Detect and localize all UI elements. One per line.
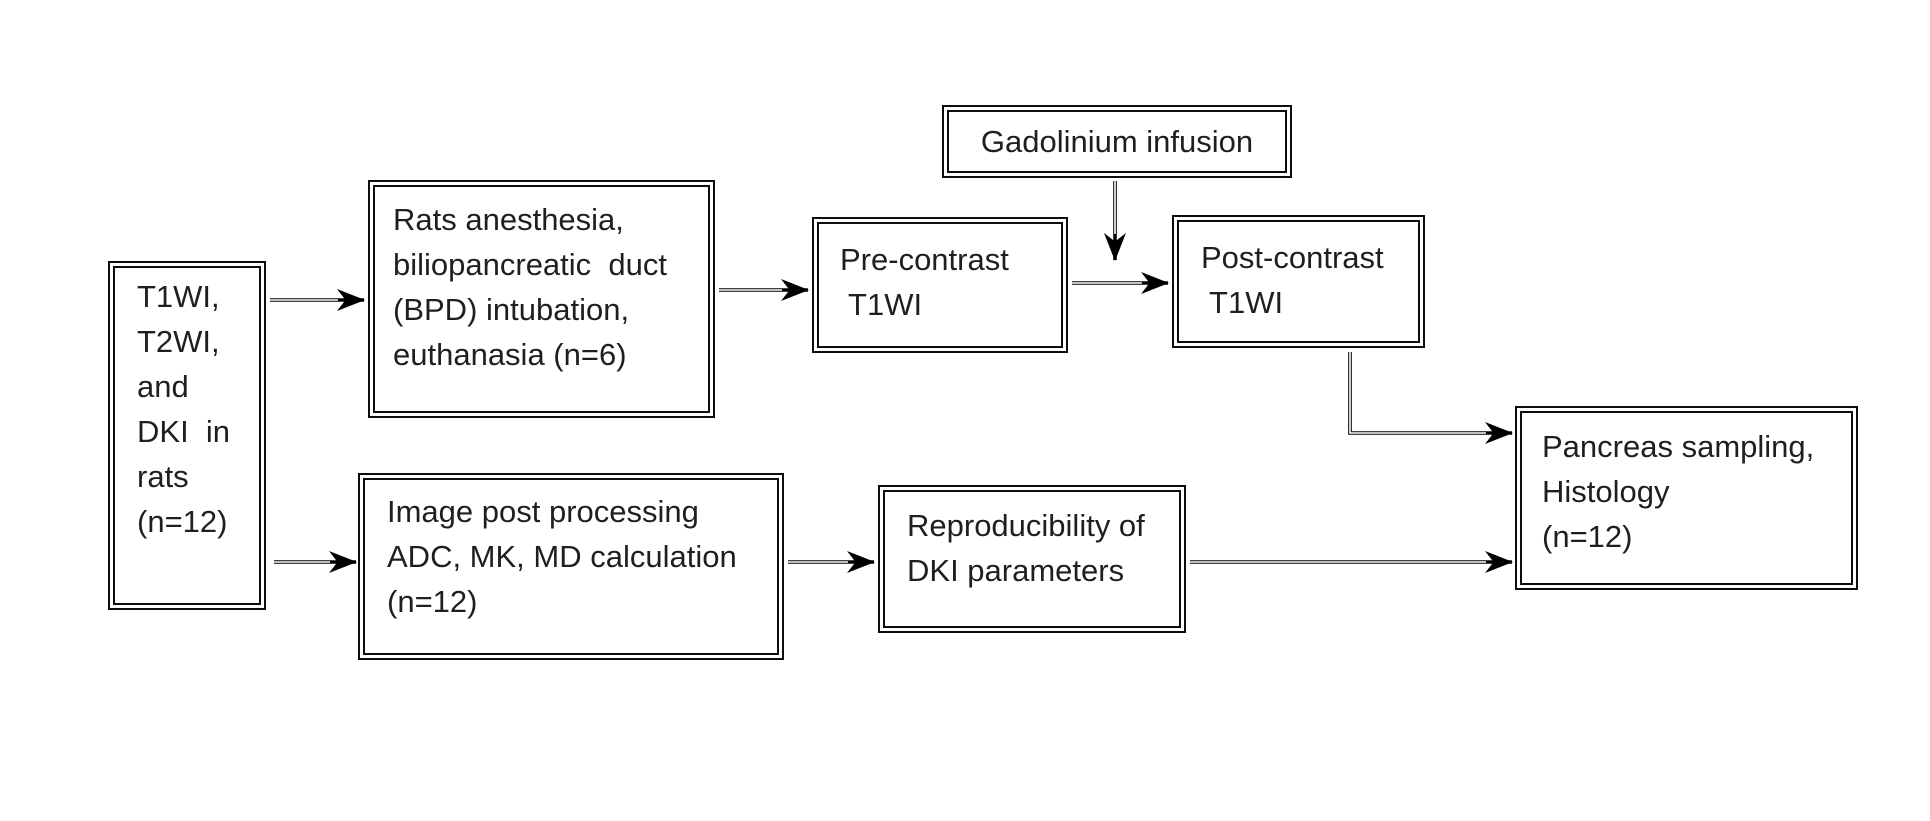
node-text-line: Histology [1542, 474, 1670, 509]
node-text-line: (n=12) [137, 504, 228, 539]
node-text-line: T1WI [840, 287, 923, 322]
node-text-line: and [137, 369, 189, 404]
node-post-processing: Image post processing ADC, MK, MD calcul… [358, 473, 784, 660]
node-text-line: euthanasia (n=6) [393, 337, 627, 372]
node-text-line: (n=12) [387, 584, 478, 619]
node-text-line: ADC, MK, MD calculation [387, 539, 737, 574]
node-gadolinium: Gadolinium infusion [942, 105, 1292, 178]
node-text-line: rats [137, 459, 189, 494]
node-text-line: (n=12) [1542, 519, 1633, 554]
node-text-line: Pre-contrast [840, 242, 1009, 277]
node-text-line: (BPD) intubation, [393, 292, 630, 327]
node-text-line: Image post processing [387, 494, 699, 529]
node-anesthesia: Rats anesthesia, biliopancreatic duct (B… [368, 180, 715, 418]
node-text-line: Reproducibility of [907, 508, 1145, 543]
node-text-line: biliopancreatic duct [393, 247, 667, 282]
node-post-contrast: Post-contrast T1WI [1172, 215, 1425, 348]
node-reproducibility: Reproducibility of DKI parameters [878, 485, 1186, 633]
node-text-line: T2WI, [137, 324, 220, 359]
arrow-postcontrast-to-pancreas-elbow [1348, 352, 1513, 444]
node-pancreas-sampling: Pancreas sampling, Histology (n=12) [1515, 406, 1858, 590]
node-text-line: Rats anesthesia, [393, 202, 624, 237]
node-text-line: DKI in [137, 414, 231, 449]
node-text-line: Post-contrast [1201, 240, 1384, 275]
node-pre-contrast: Pre-contrast T1WI [812, 217, 1068, 353]
node-text-line: T1WI, [137, 279, 220, 314]
node-text-line: T1WI [1201, 285, 1284, 320]
node-text-line: DKI parameters [907, 553, 1125, 588]
node-rats-imaging: T1WI, T2WI, and DKI in rats (n=12) [108, 261, 266, 610]
node-text-line: Pancreas sampling, [1542, 429, 1815, 464]
node-text-line: Gadolinium infusion [980, 124, 1254, 159]
